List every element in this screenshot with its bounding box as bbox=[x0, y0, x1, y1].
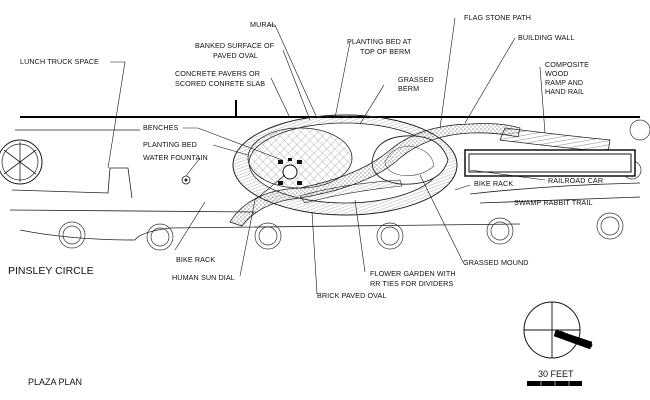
label-grassed-berm-1: GRASSED bbox=[398, 75, 434, 84]
railroad-car bbox=[464, 149, 636, 177]
label-planting-bed-berm-1: PLANTING BED AT bbox=[347, 37, 412, 46]
label-flower-garden-1: FLOWER GARDEN WITH bbox=[370, 269, 456, 278]
label-railroad-car: RAILROAD CAR bbox=[548, 176, 603, 185]
building-wall bbox=[20, 100, 640, 118]
label-water-fountain: WATER FOUNTAIN bbox=[143, 153, 208, 162]
label-brick-paved-oval: BRICK PAVED OVAL bbox=[317, 291, 387, 300]
label-swamp-rabbit-trail: SWAMP RABBIT TRAIL bbox=[514, 198, 593, 207]
label-grassed-berm-2: BERM bbox=[398, 84, 419, 93]
benches-group bbox=[278, 158, 302, 185]
label-banked-surface-1: BANKED SURFACE OF bbox=[195, 41, 275, 50]
label-bike-rack-right: BIKE RACK bbox=[474, 179, 513, 188]
label-banked-surface-2: PAVED OVAL bbox=[213, 51, 258, 60]
label-concrete-pavers-1: CONCRETE PAVERS OR bbox=[175, 69, 260, 78]
water-fountain bbox=[181, 175, 191, 185]
trees bbox=[58, 119, 650, 251]
label-grassed-mound: GRASSED MOUND bbox=[463, 258, 529, 267]
pinsley-circle-feature bbox=[0, 139, 43, 185]
label-planting-bed-berm-2: TOP OF BERM bbox=[360, 47, 410, 56]
label-plaza-plan: PLAZA PLAN bbox=[28, 377, 82, 387]
label-scale: 30 FEET bbox=[538, 369, 574, 379]
label-lunch-truck-space: LUNCH TRUCK SPACE bbox=[20, 57, 99, 66]
label-bike-rack-left: BIKE RACK bbox=[176, 255, 215, 264]
label-planting-bed: PLANTING BED bbox=[143, 140, 197, 149]
label-mural: MURAL bbox=[250, 20, 276, 29]
label-flower-garden-2: RR TIES FOR DIVIDERS bbox=[370, 279, 453, 288]
street-curbs bbox=[9, 129, 641, 241]
label-composite-4: HAND RAIL bbox=[545, 87, 584, 96]
label-pinsley-circle: PINSLEY CIRCLE bbox=[8, 265, 94, 277]
north-arrow bbox=[523, 301, 593, 359]
label-concrete-pavers-2: SCORED CONRETE SLAB bbox=[175, 79, 265, 88]
label-composite-1: COMPOSITE bbox=[545, 60, 589, 69]
leader-lines bbox=[107, 17, 546, 295]
label-building-wall: BUILDING WALL bbox=[518, 33, 575, 42]
annotations: LUNCH TRUCK SPACE MURAL BANKED SURFACE O… bbox=[8, 13, 603, 387]
label-human-sun-dial: HUMAN SUN DIAL bbox=[172, 273, 235, 282]
composite-wood-ramp bbox=[499, 127, 611, 153]
label-composite-2: WOOD bbox=[545, 69, 569, 78]
label-composite-3: RAMP AND bbox=[545, 78, 583, 87]
label-benches: BENCHES bbox=[143, 123, 179, 132]
scale-bar: 30 FEET bbox=[527, 369, 582, 386]
label-flag-stone-path: FLAG STONE PATH bbox=[464, 13, 531, 22]
